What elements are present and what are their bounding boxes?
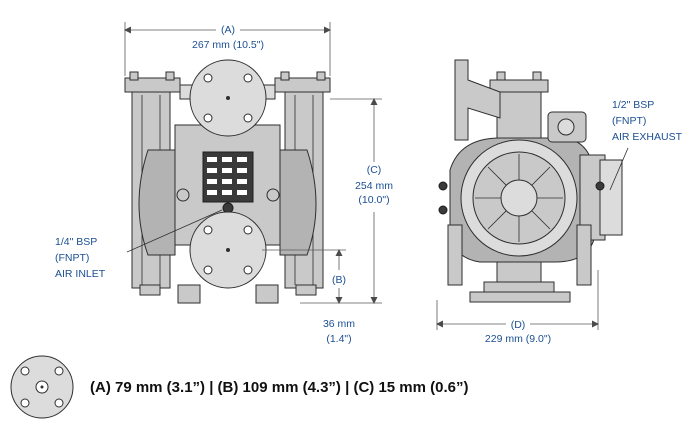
side-exhaust-muffler [599, 159, 623, 236]
valve-slots [207, 157, 247, 195]
side-bolt [176, 188, 190, 202]
right-chamber [279, 149, 317, 256]
bolt [316, 71, 326, 81]
side-bolt [266, 188, 280, 202]
side-inlet-pipe [454, 59, 501, 141]
dimension-a-letter: (A) [221, 24, 235, 36]
air-exhaust-line1: 1/2" BSP [612, 99, 654, 111]
bolt [129, 71, 139, 81]
air-exhaust-line3: AIR EXHAUST [612, 131, 683, 143]
side-leg [576, 224, 592, 286]
dimension-d-value: 229 mm (9.0") [485, 333, 551, 345]
side-top-flange [489, 79, 549, 93]
air-inlet-line3: AIR INLET [55, 268, 106, 280]
air-exhaust-label: 1/2" BSP (FNPT) AIR EXHAUST [612, 99, 683, 143]
side-view [438, 59, 629, 303]
foot [255, 284, 279, 304]
air-inlet-line1: 1/4" BSP [55, 236, 97, 248]
flange-dimensions-text: (A) 79 mm (3.1”) | (B) 109 mm (4.3”) | (… [90, 379, 469, 396]
air-exhaust-line2: (FNPT) [612, 115, 646, 127]
dimension-b: (B) [262, 249, 346, 304]
air-inlet-label: 1/4" BSP (FNPT) AIR INLET [55, 236, 106, 280]
bolt [165, 71, 175, 81]
dimension-d: (D) 229 mm (9.0") [436, 270, 599, 345]
dimension-a: (A) 267 mm (10.5") [124, 22, 331, 76]
dimension-c: (C) 254 mm (10.0") [300, 98, 393, 304]
foot [177, 284, 201, 304]
air-inlet-leader [126, 209, 223, 253]
left-chamber [138, 149, 176, 256]
flange-legend-icon [10, 355, 74, 419]
bolt [280, 71, 290, 81]
dimension-base-line1: 36 mm [323, 318, 355, 330]
side-base [469, 291, 571, 303]
dimension-c-line2: (10.0") [358, 194, 389, 206]
foot [139, 284, 161, 296]
dimension-a-value: 267 mm (10.5") [192, 39, 264, 51]
air-exhaust-leader [609, 147, 629, 191]
dimension-c-line1: 254 mm [355, 180, 393, 192]
dimension-c-letter: (C) [367, 164, 382, 176]
side-hub [500, 179, 538, 217]
side-leg [447, 224, 463, 286]
dimension-base: 36 mm (1.4") [323, 318, 355, 345]
air-inlet-line2: (FNPT) [55, 252, 89, 264]
dimension-base-line2: (1.4") [326, 333, 351, 345]
foot [295, 284, 317, 296]
front-view [124, 59, 331, 304]
dimension-b-letter: (B) [332, 274, 346, 286]
dimension-d-letter: (D) [511, 319, 526, 331]
